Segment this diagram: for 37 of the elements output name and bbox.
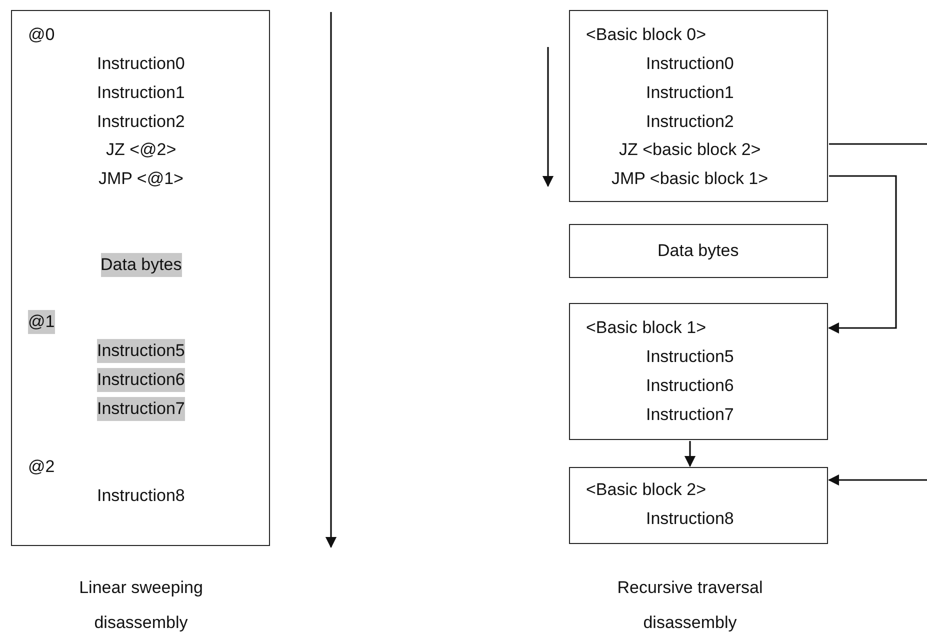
arrow (828, 175, 897, 334)
address-label: @2 (28, 456, 55, 478)
connector-line (829, 143, 927, 145)
basic-block-box (569, 303, 828, 440)
basic-block-box (569, 10, 828, 202)
jump-instruction: JMP <basic block 1> (612, 168, 768, 190)
jump-instruction: JZ <@2> (106, 139, 176, 161)
arrow (828, 474, 927, 486)
jump-instruction: JZ <basic block 2> (619, 139, 761, 161)
address-label: @1 (28, 310, 55, 334)
basic-block-box (569, 467, 828, 544)
instruction-text: Instruction6 (646, 375, 734, 397)
caption-text: Recursive traversal disassembly (616, 577, 764, 634)
instruction-text: Instruction5 (97, 339, 185, 363)
block-heading: <Basic block 1> (586, 317, 706, 339)
block-heading: <Basic block 0> (586, 24, 706, 46)
instruction-text: Instruction6 (97, 368, 185, 392)
block-heading: <Basic block 2> (586, 479, 706, 501)
data-bytes-box (569, 224, 828, 278)
arrow (684, 441, 696, 468)
code-listing-box (11, 10, 270, 546)
instruction-text: Instruction0 (97, 53, 185, 75)
instruction-text: Instruction5 (646, 346, 734, 368)
data-bytes-text: Data bytes (658, 240, 739, 262)
instruction-text: Instruction8 (97, 485, 185, 507)
instruction-text: Instruction1 (646, 82, 734, 104)
instruction-text: Instruction1 (97, 82, 185, 104)
jump-instruction: JMP <@1> (98, 168, 184, 190)
caption-text: Linear sweeping disassembly (78, 577, 204, 634)
instruction-text: Instruction7 (97, 397, 185, 421)
instruction-text: Instruction8 (646, 508, 734, 530)
instruction-text: Instruction2 (97, 111, 185, 133)
instruction-text: Instruction0 (646, 53, 734, 75)
instruction-text: Instruction2 (646, 111, 734, 133)
instruction-text: Instruction7 (646, 404, 734, 426)
data-bytes-text: Data bytes (100, 253, 182, 277)
address-label: @0 (28, 24, 55, 46)
